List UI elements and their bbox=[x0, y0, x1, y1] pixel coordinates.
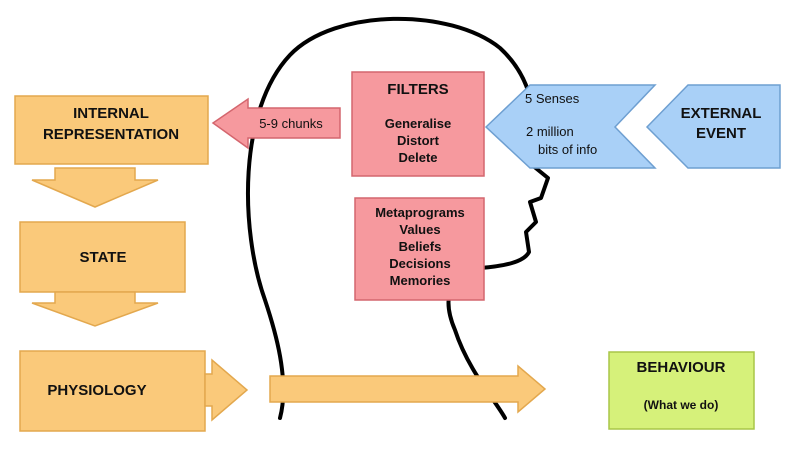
metaprograms-item-memories: Memories bbox=[390, 273, 451, 288]
behaviour-box bbox=[608, 351, 755, 430]
internal-representation-line1: INTERNAL bbox=[73, 105, 149, 122]
filters-item-delete: Delete bbox=[398, 150, 437, 165]
filters-box bbox=[351, 71, 485, 177]
behaviour-subtitle: (What we do) bbox=[644, 398, 719, 412]
physiology-box bbox=[19, 350, 206, 432]
senses-chevron-arrow bbox=[484, 84, 657, 169]
metaprograms-box bbox=[354, 197, 485, 301]
metaprograms-item-values: Values bbox=[399, 222, 440, 237]
internal-representation-box bbox=[14, 95, 209, 165]
behaviour-right-arrow bbox=[269, 364, 547, 414]
metaprograms-item-beliefs: Beliefs bbox=[399, 239, 442, 254]
physiology-label: PHYSIOLOGY bbox=[47, 382, 146, 399]
chunks-label: 5-9 chunks bbox=[259, 116, 323, 131]
down-arrow-to-state bbox=[31, 167, 159, 208]
senses-line3: bits of info bbox=[538, 142, 597, 157]
external-event-chevron bbox=[645, 84, 781, 169]
behaviour-title: BEHAVIOUR bbox=[637, 359, 726, 376]
external-event-line2: EVENT bbox=[696, 125, 746, 142]
filters-item-generalise: Generalise bbox=[385, 116, 452, 131]
internal-representation-line2: REPRESENTATION bbox=[43, 126, 179, 143]
filters-title: FILTERS bbox=[387, 81, 448, 98]
senses-line2: 2 million bbox=[526, 124, 574, 139]
chunks-left-arrow bbox=[211, 97, 341, 150]
filters-item-distort: Distort bbox=[397, 133, 440, 148]
state-label: STATE bbox=[80, 249, 127, 266]
senses-line1: 5 Senses bbox=[525, 91, 580, 106]
metaprograms-item-decisions: Decisions bbox=[389, 256, 450, 271]
state-box bbox=[19, 221, 186, 293]
down-arrow-to-physiology bbox=[31, 291, 159, 327]
external-event-line1: EXTERNAL bbox=[681, 105, 762, 122]
physiology-right-arrow bbox=[204, 358, 249, 422]
metaprograms-item-metaprograms: Metaprograms bbox=[375, 205, 465, 220]
